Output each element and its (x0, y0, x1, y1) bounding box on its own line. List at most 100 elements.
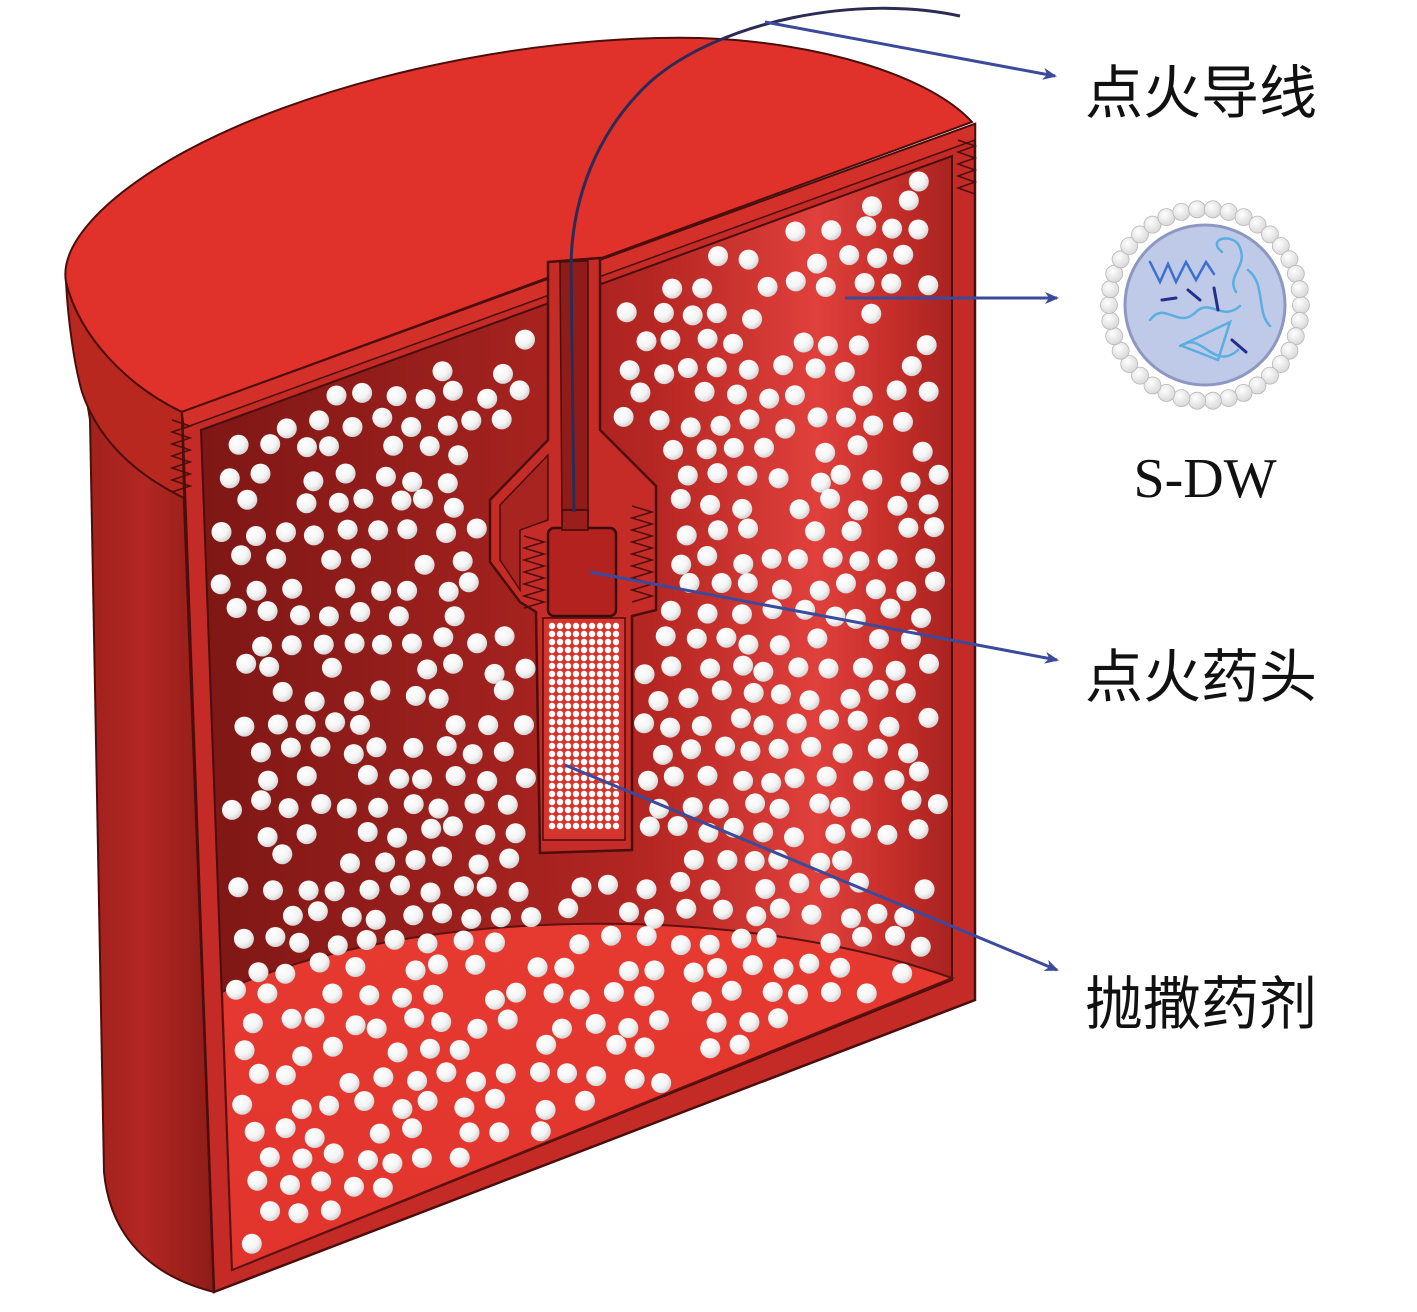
tube-particle (564, 710, 572, 718)
particle (281, 635, 302, 656)
particle (616, 302, 637, 323)
tube-particle (588, 702, 596, 710)
tube-particle (556, 750, 564, 758)
particle (304, 691, 325, 712)
particle (644, 908, 665, 929)
particle (291, 1099, 312, 1120)
left-thread (169, 419, 193, 493)
particle (234, 1040, 255, 1061)
tube-particle (580, 654, 588, 662)
particle (366, 1018, 387, 1039)
particle (278, 798, 299, 819)
particle (918, 381, 939, 402)
tube-particle (556, 622, 564, 630)
particle (509, 380, 530, 401)
tube-particle (564, 726, 572, 734)
particle (697, 603, 718, 624)
tube-particle (612, 766, 620, 774)
particle (805, 358, 826, 379)
tube-particle (604, 806, 612, 814)
label-sdw: S-DW (1133, 448, 1276, 510)
tube-particle (596, 646, 604, 654)
particle (272, 681, 293, 702)
particle (809, 580, 830, 601)
tube-particle (580, 806, 588, 814)
particle (697, 328, 718, 349)
tube-particle (556, 686, 564, 694)
particle (745, 793, 766, 814)
particle (825, 606, 846, 627)
sdw-shell-bead (1100, 296, 1118, 314)
tube-particle (572, 638, 580, 646)
particle (233, 928, 254, 949)
particle (505, 823, 526, 844)
tube-particle (572, 646, 580, 654)
particle (716, 627, 737, 648)
particle (820, 933, 841, 954)
particle (832, 743, 853, 764)
particle (799, 953, 820, 974)
particle (384, 929, 405, 950)
tube-particle (556, 662, 564, 670)
tube-particle (564, 750, 572, 758)
particle (910, 936, 931, 957)
particle (461, 410, 482, 431)
particle (738, 359, 759, 380)
particle (788, 657, 809, 678)
particle (359, 879, 380, 900)
particle (683, 962, 704, 983)
tube-particle (572, 742, 580, 750)
particle (630, 382, 651, 403)
particle (234, 716, 255, 737)
tube-particle (564, 814, 572, 822)
tube-particle (588, 806, 596, 814)
particle (402, 471, 423, 492)
arrow-ignition-wire (764, 20, 1057, 80)
particle (598, 874, 618, 895)
particle (228, 877, 249, 898)
particle (366, 737, 387, 758)
tube-particle (604, 622, 612, 630)
tube-particle (548, 710, 556, 718)
particle (894, 907, 915, 927)
particle (414, 554, 435, 575)
particle (854, 273, 875, 293)
tube-particle (548, 670, 556, 678)
tube-particle (612, 774, 620, 782)
particle (832, 850, 853, 871)
particle (222, 799, 242, 820)
particle (852, 657, 873, 678)
tube-particle (572, 686, 580, 694)
particle (359, 985, 380, 1006)
tube-particle (564, 638, 572, 646)
tube-particle (612, 710, 620, 718)
sdw-shell-bead (1261, 225, 1279, 244)
dispersal-charge-particles (210, 171, 949, 1254)
tube-particle (564, 798, 572, 806)
particle (915, 548, 936, 569)
particle (452, 551, 473, 572)
sdw-particle-icon (1100, 200, 1310, 410)
tube-particle (588, 758, 596, 766)
tube-particle (588, 638, 596, 646)
tube-particle (548, 790, 556, 798)
particle (341, 907, 362, 928)
particle (700, 879, 721, 900)
tube-particle (556, 766, 564, 774)
sdw-shell-bead (1101, 311, 1120, 330)
particle (634, 664, 655, 685)
particle (247, 1170, 268, 1191)
tube-particle (572, 758, 580, 766)
particle (613, 406, 634, 427)
tube-particle (548, 742, 556, 750)
particle (448, 445, 469, 466)
particle (686, 628, 707, 649)
sdw-shell-bead (1120, 355, 1139, 373)
particle (586, 1066, 607, 1087)
tube-particle (580, 822, 588, 830)
ignition-wire (569, 6, 961, 513)
particle (711, 680, 732, 701)
sdw-shell-bead (1157, 383, 1176, 402)
sdw-shell-bead (1157, 208, 1176, 227)
tube-particle (548, 750, 556, 758)
